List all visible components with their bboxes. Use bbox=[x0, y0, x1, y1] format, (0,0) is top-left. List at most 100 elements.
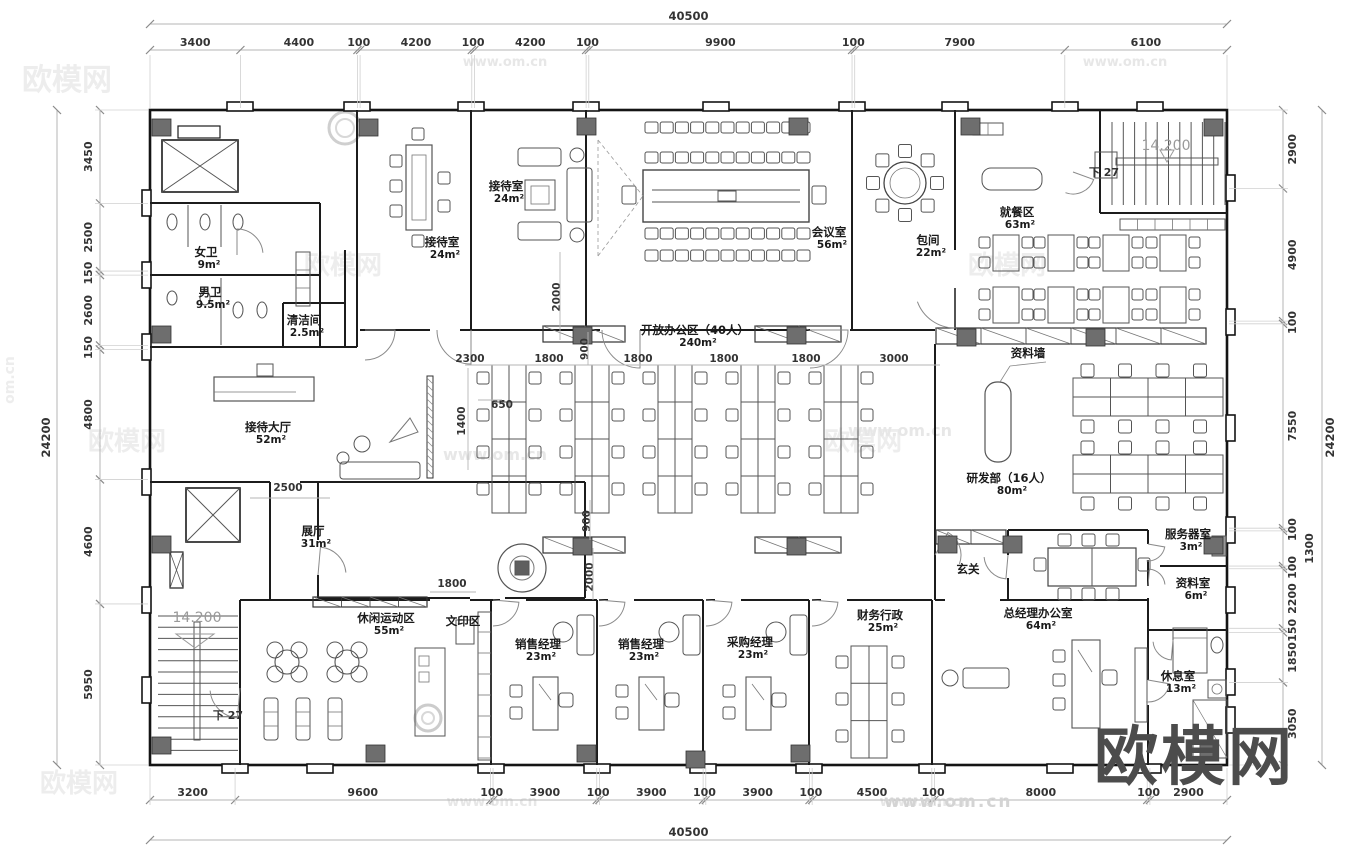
dimension-label: 100 bbox=[587, 786, 610, 799]
room-area: 23m² bbox=[629, 651, 660, 663]
interior-dimension: 1800 bbox=[623, 353, 652, 365]
watermark-site-text: www.om.cn bbox=[884, 792, 1013, 812]
dimension-label: 4800 bbox=[82, 399, 95, 430]
interior-dimension: 2300 bbox=[455, 353, 484, 365]
watermark-site-faint: www.om.cn bbox=[848, 421, 952, 440]
interior-dimension: 1400 bbox=[456, 406, 468, 435]
room-label: 资料墙 bbox=[1011, 346, 1046, 360]
room-area: 13m² bbox=[1166, 683, 1197, 695]
dimension-label: 100 bbox=[799, 786, 822, 799]
room-label: 包间 bbox=[916, 233, 940, 247]
room-label: 清洁间 bbox=[287, 313, 322, 327]
dimension-label: 4600 bbox=[82, 526, 95, 557]
dimension-label: 150 bbox=[1286, 619, 1299, 642]
room-label: 玄关 bbox=[957, 562, 980, 576]
dimension-label: 100 bbox=[347, 36, 370, 49]
interior-dimension: 2000 bbox=[551, 282, 563, 311]
dimension-label: 9600 bbox=[347, 786, 378, 799]
dimension-label: 2200 bbox=[1286, 583, 1299, 614]
room-label: 男卫 bbox=[199, 285, 222, 299]
room-area: 6m² bbox=[1185, 590, 1208, 602]
room-labels-layer: 女卫9m²男卫9.5m²清洁间2.5m²接待室24m²接待室24m²会议室56m… bbox=[173, 138, 1212, 722]
room-label: 研发部（16人） bbox=[966, 471, 1051, 485]
room-area: 3m² bbox=[1180, 541, 1203, 553]
dimension-label: 6100 bbox=[1131, 36, 1162, 49]
dimension-label: 4200 bbox=[401, 36, 432, 49]
room-label: 财务行政 bbox=[856, 608, 903, 622]
room-label: 会议室 bbox=[811, 225, 847, 239]
columns-layer bbox=[151, 117, 1224, 769]
room-label: 服务器室 bbox=[1165, 527, 1211, 541]
room-area: 63m² bbox=[1005, 219, 1036, 231]
dimension-label: 100 bbox=[1137, 786, 1160, 799]
dimension-label: 3450 bbox=[82, 141, 95, 172]
dimension-label: 100 bbox=[922, 786, 945, 799]
watermark-site-faint: www.om.cn bbox=[463, 55, 548, 70]
room-area: 9.5m² bbox=[196, 299, 231, 311]
dimension-label: 100 bbox=[842, 36, 865, 49]
dimension-label: 2900 bbox=[1286, 134, 1299, 165]
room-area: 24m² bbox=[494, 193, 525, 205]
room-area: 23m² bbox=[526, 651, 557, 663]
stair-level: 14.200 bbox=[173, 610, 222, 626]
room-area: 22m² bbox=[916, 247, 947, 259]
interior-dimension: 3000 bbox=[879, 353, 908, 365]
interior-dimension: 900 bbox=[579, 338, 591, 360]
walls-layer bbox=[141, 101, 1236, 774]
interior-dimension: 2000 bbox=[584, 562, 596, 591]
dimension-overall: 24200 bbox=[1323, 417, 1337, 457]
watermark-brand-faint: 欧模网 bbox=[304, 250, 382, 281]
doors-layer bbox=[209, 171, 1174, 719]
room-label: 销售经理 bbox=[618, 637, 664, 651]
dimension-label: 100 bbox=[693, 786, 716, 799]
room-label: 接待室 bbox=[425, 235, 460, 249]
stair-direction: 下 27 bbox=[213, 709, 243, 722]
dimension-label: 5950 bbox=[82, 669, 95, 700]
room-area: 56m² bbox=[817, 239, 848, 251]
room-label: 女卫 bbox=[195, 245, 218, 259]
dimension-label: 3900 bbox=[530, 786, 561, 799]
dimension-label: 3200 bbox=[177, 786, 208, 799]
watermark-site-faint: www.om.cn bbox=[443, 445, 547, 464]
dimension-label: 3400 bbox=[180, 36, 211, 49]
dimension-label: 100 bbox=[1286, 518, 1299, 541]
room-label: 开放办公区（40人） bbox=[641, 323, 749, 337]
dimension-label: 4500 bbox=[857, 786, 888, 799]
dimension-label: 3050 bbox=[1286, 708, 1299, 739]
interior-dimension: 1800 bbox=[437, 578, 466, 590]
dimension-label: 3900 bbox=[636, 786, 667, 799]
dimension-overall: 24200 bbox=[39, 417, 53, 457]
dimension-label: 4200 bbox=[515, 36, 546, 49]
dimension-label: 9900 bbox=[705, 36, 736, 49]
room-label: 采购经理 bbox=[726, 635, 773, 649]
dimension-label: 2600 bbox=[82, 295, 95, 326]
watermark-site-faint: www.om.cn bbox=[446, 794, 537, 810]
stair-level: 14.200 bbox=[1142, 138, 1191, 154]
room-label: 就餐区 bbox=[1000, 205, 1035, 219]
dimension-label: 150 bbox=[82, 261, 95, 284]
room-area: 25m² bbox=[868, 622, 899, 634]
interior-dimension: 1800 bbox=[534, 353, 563, 365]
room-label: 资料室 bbox=[1176, 576, 1211, 590]
dimension-label: 100 bbox=[1286, 311, 1299, 334]
watermark-short-faint: om.cn bbox=[2, 356, 18, 404]
watermark-site-faint: www.om.cn bbox=[879, 794, 970, 810]
interior-dimension: 1800 bbox=[709, 353, 738, 365]
room-area: 64m² bbox=[1026, 620, 1057, 632]
dimension-label: 7900 bbox=[944, 36, 975, 49]
dimension-label: 7550 bbox=[1286, 410, 1299, 441]
dimension-label: 2500 bbox=[82, 222, 95, 253]
room-label: 销售经理 bbox=[515, 637, 561, 651]
watermark-brand-faint: 欧模网 bbox=[40, 768, 118, 799]
room-area: 55m² bbox=[374, 625, 405, 637]
room-area: 80m² bbox=[997, 485, 1028, 497]
room-label: 总经理办公室 bbox=[1004, 606, 1073, 620]
dimension-label: 8000 bbox=[1026, 786, 1057, 799]
dimension-overall: 40500 bbox=[668, 9, 708, 23]
interior-dimension: 2500 bbox=[273, 482, 302, 494]
watermark-brand-faint: 欧模网 bbox=[22, 63, 112, 98]
